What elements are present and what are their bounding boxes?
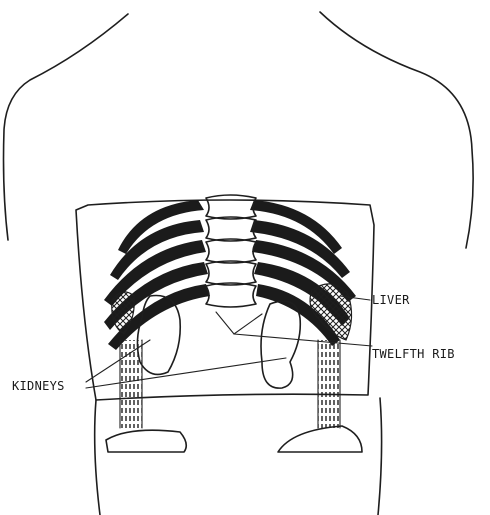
label-twelfth-rib: TWELFTH RIB [372, 347, 455, 361]
kidney-right [261, 301, 300, 388]
psoas-right [318, 340, 340, 428]
liver [310, 284, 352, 340]
spine [206, 195, 256, 307]
pelvis [106, 426, 362, 452]
label-kidneys: KIDNEYS [12, 379, 65, 393]
label-liver: LIVER [372, 293, 410, 307]
psoas-left [120, 340, 142, 428]
